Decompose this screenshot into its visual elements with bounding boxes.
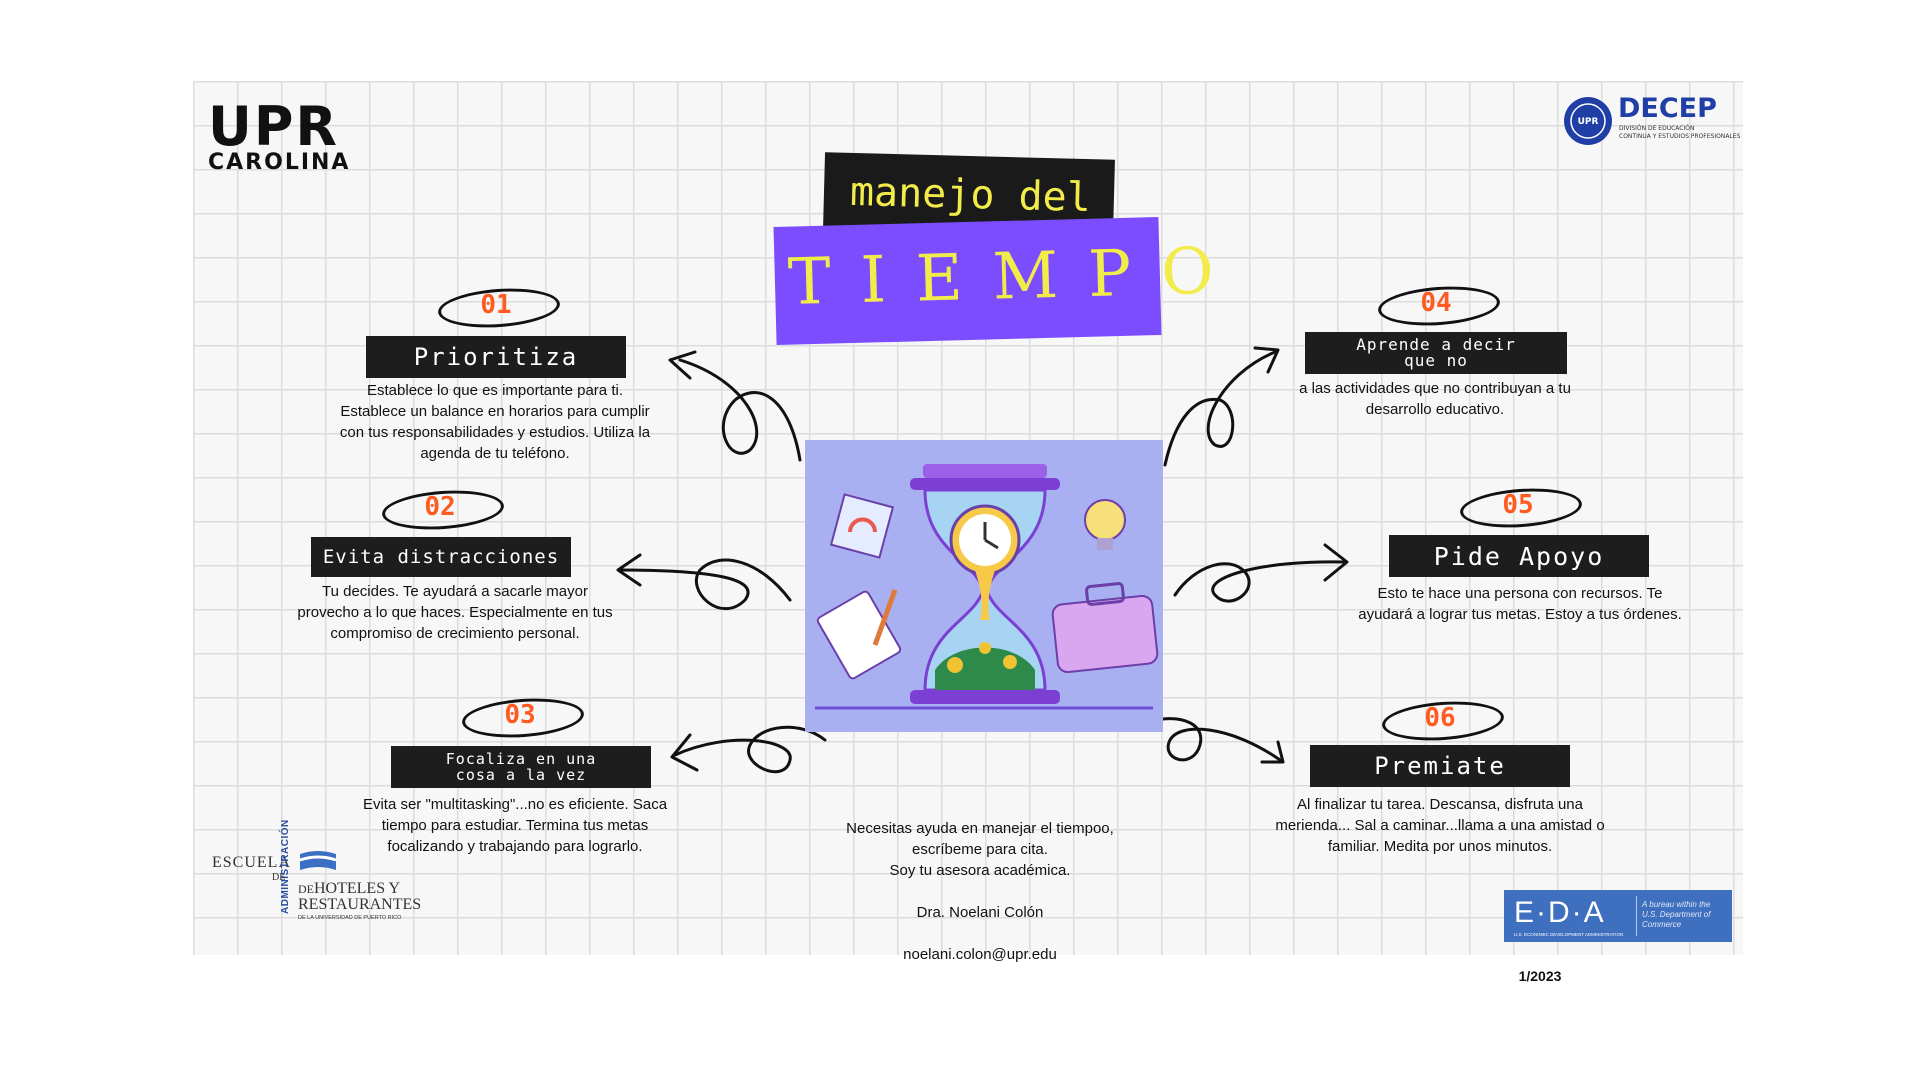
- arrowhead-icon: [1260, 740, 1285, 764]
- item-04-desc: a las actividades que no contribuyan a t…: [1299, 380, 1571, 418]
- arrowhead-icon: [1323, 543, 1349, 582]
- decep-subtitle-1: DIVISIÓN DE EDUCACIÓN: [1619, 125, 1695, 132]
- decep-subtitle-2: CONTINUA Y ESTUDIOS PROFESIONALES: [1619, 133, 1741, 140]
- upr-carolina-logo: UPR CAROLINA: [208, 100, 350, 174]
- arrowhead-icon: [670, 733, 699, 772]
- contact-line-3: Soy tu asesora académica.: [889, 862, 1071, 879]
- contact-email: noelani.colon@upr.edu: [903, 946, 1057, 963]
- arrowhead-icon: [616, 553, 642, 587]
- logo-upr-text: UPR: [208, 95, 340, 158]
- contact-line-2: escríbeme para cita.: [912, 841, 1048, 858]
- item-01-desc: Establece lo que es importante para ti.E…: [339, 382, 651, 462]
- decep-title: DECEP: [1618, 93, 1717, 124]
- contact-block: Necesitas ayuda en manejar el tiempoo, e…: [800, 818, 1160, 965]
- curly-arrow-icon: [1153, 717, 1282, 762]
- item-06-number: 06: [1424, 703, 1456, 733]
- decep-logo: UPR DECEP DIVISIÓN DE EDUCACIÓN CONTINUA…: [1562, 93, 1744, 145]
- item-02-number: 02: [424, 492, 456, 522]
- item-01-label: Prioritiza: [366, 336, 626, 378]
- item-05-label: Pide Apoyo: [1389, 535, 1649, 577]
- escuela-hoteles-text: DEHOTELES Y: [298, 880, 401, 897]
- item-06-desc: Al finalizar tu tarea. Descansa, disfrut…: [1275, 796, 1605, 855]
- item-04-number: 04: [1420, 288, 1452, 318]
- curly-arrow-icon: [618, 558, 792, 611]
- item-06-label: Premiate: [1310, 745, 1570, 787]
- curly-arrow-icon: [673, 725, 827, 774]
- curly-arrow-icon: [1173, 560, 1347, 603]
- escuela-hoteles-logo: ESCUELA DE ADMINISTRACIÓN DEHOTELES Y RE…: [212, 819, 422, 921]
- briefcase-icon: [1051, 582, 1159, 674]
- contact-line-1: Necesitas ayuda en manejar el tiempoo,: [846, 820, 1114, 837]
- arrowhead-icon: [1253, 346, 1280, 374]
- contact-name: Dra. Noelani Colón: [916, 904, 1044, 921]
- date-label: 1/2023: [1518, 968, 1562, 984]
- eda-divider: [1636, 896, 1637, 936]
- item-02-label: Evita distracciones: [311, 537, 571, 577]
- curly-arrow-icon: [1163, 350, 1277, 467]
- logo-carolina-text: CAROLINA: [208, 150, 351, 175]
- flag-icon: [299, 851, 337, 870]
- svg-text:UPR: UPR: [1578, 117, 1599, 127]
- item-05-number: 05: [1502, 490, 1534, 520]
- item-05-desc: Esto te hace una persona con recursos. T…: [1358, 585, 1682, 623]
- notepad-icon: [816, 589, 902, 680]
- hourglass-illustration: [805, 440, 1163, 732]
- item-03-desc: Evita ser "multitasking"...no es eficien…: [362, 796, 668, 855]
- item-01-number: 01: [480, 290, 512, 320]
- arrowhead-icon: [668, 350, 697, 380]
- hourglass-clock-icon: [815, 464, 1159, 710]
- sticky-note-icon: [829, 493, 895, 559]
- lightbulb-icon: [1084, 499, 1126, 550]
- eda-logo: E·D·A U.S. ECONOMIC DEVELOPMENT ADMINIST…: [1504, 890, 1732, 942]
- upr-seal-icon: UPR: [1564, 97, 1612, 145]
- curly-arrow-icon: [678, 358, 802, 462]
- item-03-number: 03: [504, 700, 536, 730]
